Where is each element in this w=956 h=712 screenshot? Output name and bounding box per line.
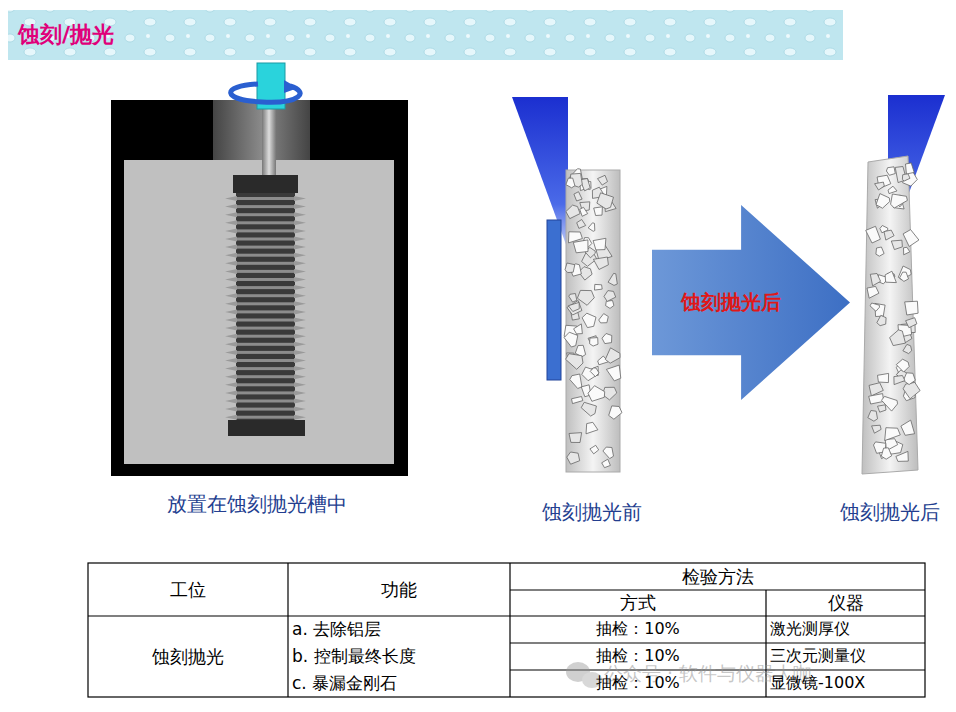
table-header: 检验方法 [510, 563, 925, 590]
table-cell: 三次元测量仪 [766, 643, 925, 670]
arrow-label: 蚀刻抛光后 [681, 289, 781, 316]
table-cell: 抽检：10% [510, 643, 766, 670]
fins [225, 196, 306, 420]
table-cell: 显微镜-100X [766, 670, 925, 697]
table-header: 仪器 [766, 590, 925, 616]
caption: 蚀刻抛光前 [492, 498, 692, 526]
tank-housing [111, 100, 408, 476]
table-header: 功能 [288, 563, 510, 616]
cylinder-cap [233, 175, 298, 193]
table-cell: 抽检：10% [510, 616, 766, 643]
table-header: 工位 [88, 563, 288, 616]
table-cell: b. 控制最终长度 [288, 643, 510, 670]
arrow-outline [652, 205, 850, 400]
cylinder-body [236, 193, 295, 421]
table-cell: 抽检：10% [510, 670, 766, 697]
table-cell: a. 去除铝层 [288, 616, 510, 643]
process-arrow: 蚀刻抛光后 [652, 205, 850, 400]
wire-before [566, 170, 620, 472]
table-cell: 激光测厚仪 [766, 616, 925, 643]
table-header: 方式 [510, 590, 766, 616]
wire-after [862, 156, 918, 474]
header-band [8, 10, 843, 60]
table-grid [88, 563, 925, 697]
diamond-texture [564, 169, 622, 468]
cylinder-base [228, 420, 305, 436]
caption: 蚀刻抛光后 [790, 498, 956, 526]
tank-bath [124, 160, 394, 464]
page-title: 蚀刻/抛光 [18, 20, 114, 50]
aluminium-layer [547, 220, 561, 380]
shaft [262, 108, 276, 176]
table-cell: 蚀刻抛光 [88, 616, 288, 697]
caption: 放置在蚀刻抛光槽中 [107, 490, 407, 518]
table-cell: c. 暴漏金刚石 [288, 670, 510, 697]
rotation-arrow-head [284, 80, 298, 93]
diamond-texture [866, 163, 920, 462]
